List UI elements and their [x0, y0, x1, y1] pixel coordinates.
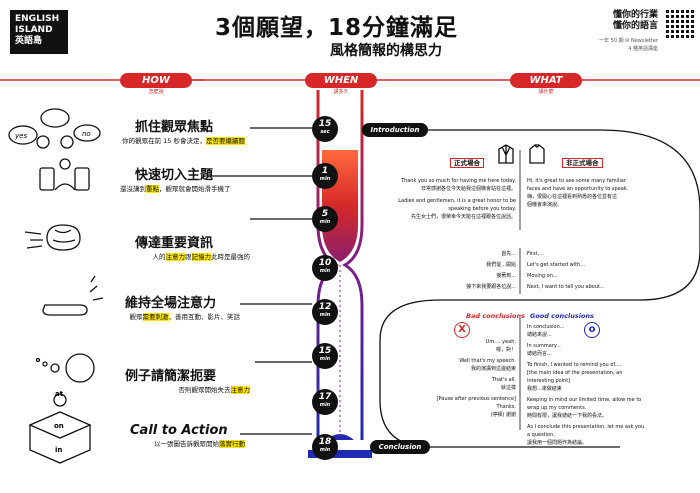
how-item-sub: 以一張圖告訴觀眾開始落實行動 [154, 440, 245, 448]
how-item-sub: 觀眾需要刺激，善用互動、影片、笑話 [129, 313, 240, 321]
bad-conclusions-label: Bad conclusions [466, 312, 525, 320]
logo-line-2: ISLAND [15, 25, 53, 35]
column-when: WHEN 講多久 [305, 73, 377, 95]
how-sub: 怎麼說 [148, 89, 164, 95]
how-item-title: 例子請簡潔扼要 [125, 369, 217, 384]
column-what: WHAT 講什麼 [510, 73, 582, 95]
how-item-4: 維持全場注意力 觀眾需要刺激，善用互動、影片、笑話 [105, 292, 240, 321]
casual-shirt-icon [529, 144, 545, 164]
qr-code-icon[interactable] [664, 10, 694, 40]
column-how: HOW 怎麼說 [120, 73, 192, 95]
good-conclusions-label: Good conclusions [530, 312, 594, 320]
at-word: at [55, 390, 64, 398]
conclusion-tag: Conclusion [370, 440, 430, 454]
how-item-sub: 還沒講到重點，觀眾就會開始滑手機了 [120, 185, 231, 193]
how-item-sub: 人的注意力跟記憶力此時是最強的 [152, 253, 250, 261]
yes-word: yes [14, 132, 27, 140]
when-sub: 講多久 [333, 89, 349, 95]
informal-badge: 非正式場合 [562, 158, 603, 168]
tagline: 懂你的行業 懂你的語言 一年 50 期 ✉ Newsletter 4 種英語講座 [590, 10, 658, 53]
in-word: in [55, 446, 62, 454]
what-pill: WHAT [510, 73, 582, 88]
brain-icon [24, 224, 81, 251]
how-item-title: 抓住觀眾焦點 [135, 120, 214, 135]
pointing-hand-icon [42, 275, 104, 316]
formal-phrases: Thank you so much for having me here tod… [398, 178, 516, 220]
good-phrases: In conclusion...總結來說... In summary...總結而… [527, 324, 645, 446]
chat-bubbles-icon [8, 108, 101, 149]
bad-x-icon: X [454, 322, 470, 338]
how-item-sub: 你的觀眾在前 15 秒會決定，是否要繼續聽 [122, 137, 245, 145]
tagline-sub-1: 一年 50 期 ✉ Newsletter [599, 38, 658, 44]
how-icons: yes no at on in [8, 108, 104, 464]
bad-phrases: Um.... yeah.嗯，對！ Well that's my speech.我… [436, 339, 516, 418]
prepositions-icon [28, 393, 92, 464]
how-item-1: 抓住觀眾焦點 你的觀眾在前 15 秒會決定，是否要繼續聽 [105, 116, 245, 145]
speaking-head-icon [35, 353, 95, 383]
hourglass-base [308, 450, 372, 458]
informal-phrases: Hi, it's great to see some many familiar… [527, 178, 629, 208]
how-item-title: 傳達重要資訊 [135, 236, 214, 251]
tagline-line-2: 懂你的語言 [612, 21, 658, 31]
informal-badge-wrap: 非正式場合 [562, 150, 603, 169]
formal-badge: 正式場合 [450, 158, 484, 168]
how-item-sub: 否則觀眾開始失去注意力 [178, 386, 250, 394]
page-subtitle: 風格簡報的構思力 [330, 43, 442, 59]
how-item-title: 維持全場注意力 [125, 296, 217, 311]
how-item-2: 快速切入主題 還沒講到重點，觀眾就會開始滑手機了 [105, 164, 265, 193]
how-item-title: 快速切入主題 [135, 168, 214, 183]
good-o-icon: o [584, 322, 600, 338]
how-item-3: 傳達重要資訊 人的注意力跟記憶力此時是最強的 [105, 232, 250, 261]
what-sub: 講什麼 [538, 89, 554, 95]
on-word: on [54, 422, 64, 430]
introduction-tag: Introduction [362, 123, 428, 137]
tagline-line-1: 懂你的行業 [612, 10, 658, 20]
how-item-5: 例子請簡潔扼要 否則觀眾開始失去注意力 [110, 365, 250, 394]
how-item-title: Call to Action [130, 423, 228, 438]
tagline-sub-2: 4 種英語講座 [628, 46, 658, 52]
page-title: 3個願望，18分鐘滿足 [215, 15, 459, 41]
when-pill: WHEN [305, 73, 377, 88]
english-island-logo: ENGLISH ISLAND 英語島 [10, 10, 68, 54]
what-path-line [365, 129, 700, 448]
formal-badge-wrap: 正式場合 [450, 150, 484, 169]
suit-icon [498, 144, 514, 164]
sequence-zh: 首先...我們從...開始接著到...接下來我要跟各位說... [466, 251, 516, 290]
how-item-6: Call to Action 以一張圖告訴觀眾開始落實行動 [110, 423, 245, 448]
sequence-en: First,...Let's get started with...Moving… [527, 251, 605, 290]
logo-line-1: ENGLISH [15, 14, 60, 24]
how-pill: HOW [120, 73, 192, 88]
no-word: no [82, 130, 91, 138]
logo-line-3: 英語島 [15, 36, 43, 46]
phones-icon [39, 158, 90, 191]
